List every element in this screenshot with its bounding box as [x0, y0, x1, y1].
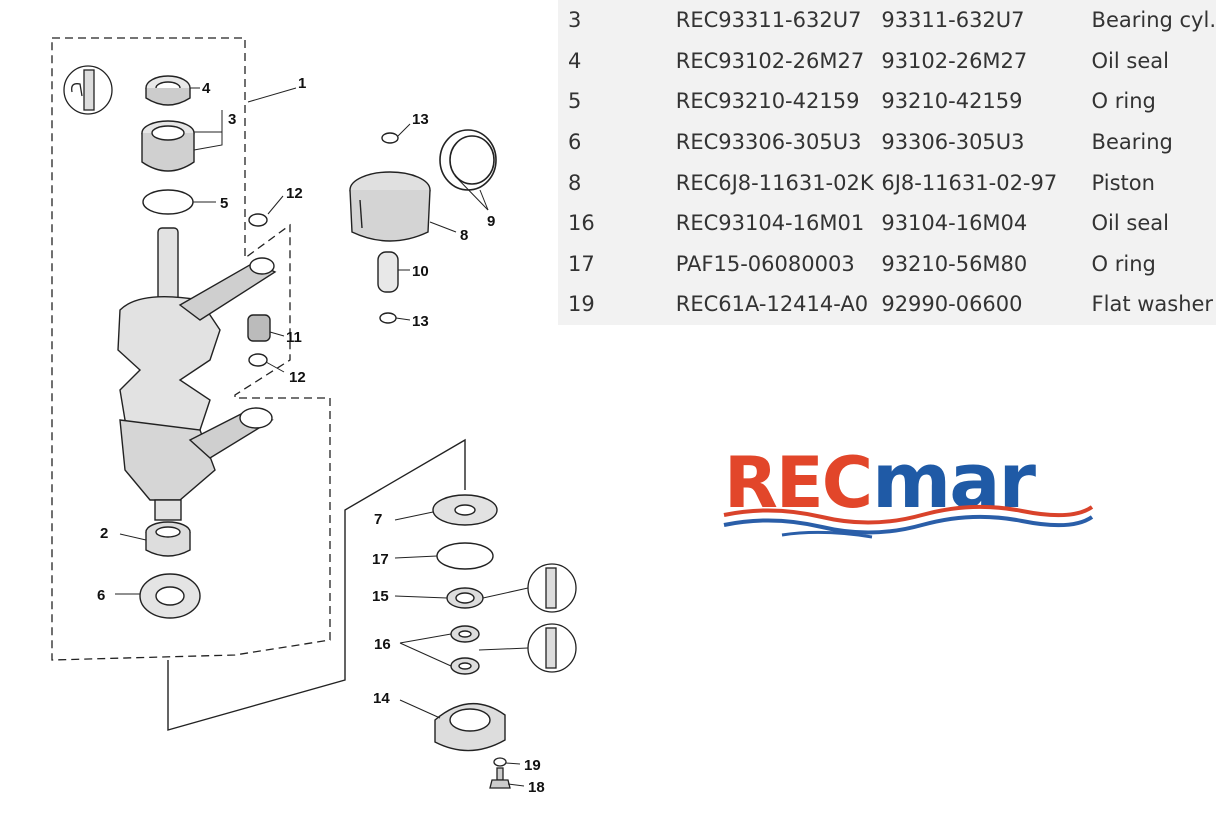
cell-rec-code: REC61A-12414-A0 — [675, 292, 869, 317]
callout-4: 4 — [202, 80, 211, 97]
table-row: 5 REC93210-42159 93210-42159 O ring — [558, 81, 1216, 122]
callout-10: 10 — [412, 263, 429, 280]
piston-part-8 — [349, 171, 431, 242]
cell-description: O ring — [1091, 89, 1156, 114]
logo-mar-text: mar — [872, 445, 1036, 525]
table-row: 16 REC93104-16M01 93104-16M04 Oil seal — [558, 203, 1216, 244]
oil-seals-part-16 — [450, 625, 480, 675]
table-row: 3 REC93311-632U7 93311-632U7 Bearing cyl. — [558, 0, 1216, 41]
cell-rec-code: REC93311-632U7 — [675, 8, 862, 33]
cell-oem-code: 6J8-11631-02-97 — [881, 170, 1058, 195]
cell-oem-code: 92990-06600 — [881, 292, 1023, 317]
cell-rec-code: REC93102-26M27 — [675, 48, 865, 73]
callout-15: 15 — [372, 588, 389, 605]
callout-17: 17 — [372, 551, 389, 568]
o-ring-part-17 — [436, 542, 494, 570]
piston-pin-part-10 — [377, 251, 399, 293]
table-row: 17 PAF15-06080003 93210-56M80 O ring — [558, 244, 1216, 285]
callout-11: 11 — [286, 329, 302, 346]
cell-oem-code: 93210-56M80 — [881, 251, 1028, 276]
logo-wave-blue-2 — [781, 530, 873, 539]
bearing-part-6 — [139, 573, 201, 619]
cell-ref: 5 — [568, 89, 582, 114]
cell-ref: 17 — [568, 251, 595, 276]
cell-description: Oil seal — [1091, 211, 1169, 236]
housing-part-14 — [434, 703, 506, 752]
seal-part-2 — [145, 521, 191, 557]
clip-part-13-top — [381, 132, 399, 144]
cell-oem-code: 93306-305U3 — [881, 130, 1025, 155]
washer-part-19 — [493, 757, 507, 767]
table-row: 4 REC93102-26M27 93102-26M27 Oil seal — [558, 41, 1216, 82]
callout-18: 18 — [528, 779, 545, 796]
callout-12-top: 12 — [286, 185, 303, 202]
logo-wave-red — [723, 504, 1094, 525]
table-row: 19 REC61A-12414-A0 92990-06600 Flat washer — [558, 284, 1216, 325]
table-row: 6 REC93306-305U3 93306-305U3 Bearing — [558, 122, 1216, 163]
cell-description: Bearing cyl. — [1091, 8, 1216, 33]
cell-description: O ring — [1091, 251, 1156, 276]
callout-14: 14 — [373, 690, 390, 707]
seal-part-15 — [446, 587, 484, 609]
callout-2: 2 — [100, 525, 108, 542]
callout-19: 19 — [524, 757, 541, 774]
washer-part-12-bottom — [248, 353, 268, 367]
cell-ref: 16 — [568, 211, 595, 236]
callout-3: 3 — [228, 111, 236, 128]
recmar-logo: REC mar — [723, 445, 1094, 539]
crankshaft — [117, 227, 277, 521]
cell-ref: 19 — [568, 292, 595, 317]
callout-5: 5 — [220, 195, 228, 212]
logo-wave-blue — [723, 514, 1094, 535]
callout-13-top: 13 — [412, 111, 429, 128]
callout-16: 16 — [374, 636, 391, 653]
cell-rec-code: REC6J8-11631-02K — [675, 170, 874, 195]
o-ring-part-5 — [142, 189, 194, 215]
cell-oem-code: 93311-632U7 — [881, 8, 1025, 33]
washer-part-12-top — [248, 213, 268, 227]
piston-rings-part-9 — [439, 129, 497, 191]
callout-12-bottom: 12 — [289, 369, 306, 386]
seal-detail-circle-15 — [527, 563, 577, 613]
callout-8: 8 — [460, 227, 468, 244]
cell-oem-code: 93210-42159 — [881, 89, 1023, 114]
cell-rec-code: PAF15-06080003 — [675, 251, 855, 276]
needle-bearing-part-11 — [247, 314, 271, 342]
cell-rec-code: REC93210-42159 — [675, 89, 860, 114]
cell-oem-code: 93102-26M27 — [881, 48, 1028, 73]
cell-description: Oil seal — [1091, 48, 1169, 73]
callout-7: 7 — [374, 511, 382, 528]
callout-6: 6 — [97, 587, 105, 604]
table-row: 8 REC6J8-11631-02K 6J8-11631-02-97 Piston — [558, 162, 1216, 203]
callout-9: 9 — [487, 213, 495, 230]
washer-part-7 — [432, 494, 498, 526]
cell-ref: 4 — [568, 48, 582, 73]
bearing-part-3 — [141, 120, 195, 172]
clip-part-13-bottom — [379, 312, 397, 324]
seal-detail-circle-16 — [527, 623, 577, 673]
cell-ref: 8 — [568, 170, 582, 195]
cell-rec-code: REC93306-305U3 — [675, 130, 862, 155]
cell-oem-code: 93104-16M04 — [881, 211, 1028, 236]
callout-1: 1 — [298, 75, 306, 92]
cell-description: Bearing — [1091, 130, 1173, 155]
callout-13-bottom: 13 — [412, 313, 429, 330]
bolt-part-18 — [489, 767, 511, 789]
exploded-parts-diagram: 1 2 3 4 5 6 7 8 9 10 11 12 12 13 13 14 1… — [51, 37, 577, 796]
oil-seal-part-4 — [145, 75, 191, 106]
cell-ref: 6 — [568, 130, 582, 155]
cell-ref: 3 — [568, 8, 582, 33]
cell-rec-code: REC93104-16M01 — [675, 211, 865, 236]
seal-detail-circle — [63, 65, 113, 115]
cell-description: Flat washer — [1091, 292, 1214, 317]
cell-description: Piston — [1091, 170, 1155, 195]
